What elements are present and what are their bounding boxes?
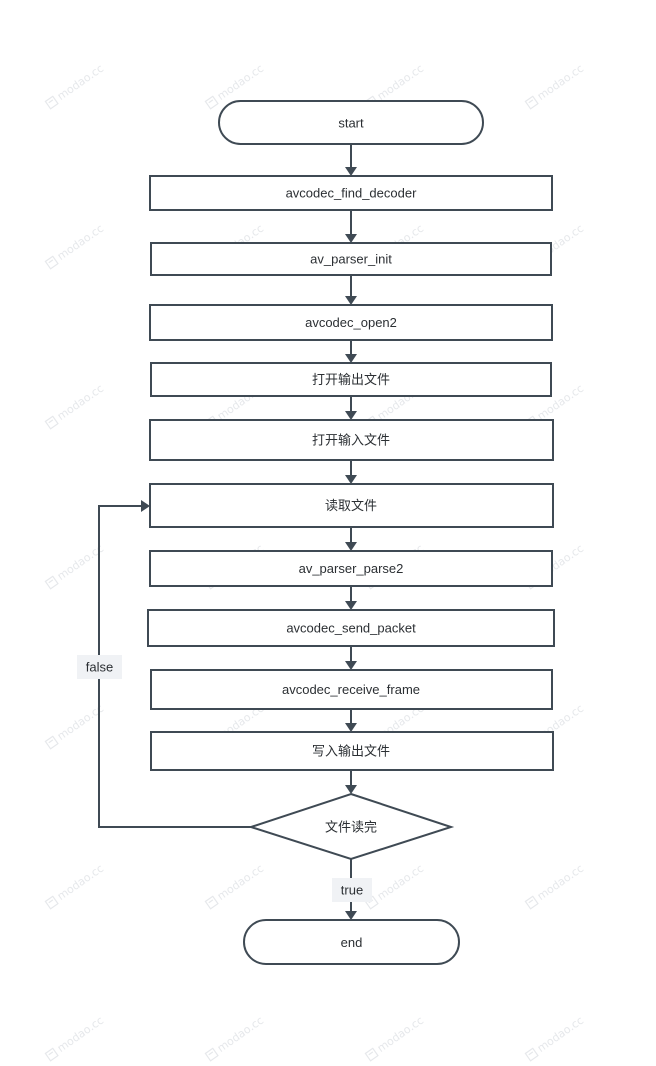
node-open-input: 打开输入文件 xyxy=(149,419,554,461)
svg-text:end: end xyxy=(341,935,363,950)
arrowhead xyxy=(345,354,357,363)
svg-text:av_parser_init: av_parser_init xyxy=(310,252,392,267)
arrowhead xyxy=(345,167,357,176)
svg-text:true: true xyxy=(341,883,363,898)
svg-text:modao.cc: modao.cc xyxy=(215,62,266,103)
svg-text:avcodec_send_packet: avcodec_send_packet xyxy=(286,621,416,636)
svg-text:avcodec_find_decoder: avcodec_find_decoder xyxy=(286,186,417,201)
watermark-logo: modao.cc xyxy=(44,382,106,430)
svg-text:av_parser_parse2: av_parser_parse2 xyxy=(299,561,404,576)
node-start: start xyxy=(218,100,484,145)
svg-text:modao.cc: modao.cc xyxy=(55,62,106,103)
arrowhead xyxy=(345,234,357,243)
watermark-logo: modao.cc xyxy=(44,542,106,590)
svg-text:读取文件: 读取文件 xyxy=(325,498,377,513)
arrowhead xyxy=(345,475,357,484)
arrowhead xyxy=(345,723,357,732)
watermark-logo: modao.cc xyxy=(44,1014,106,1062)
svg-text:modao.cc: modao.cc xyxy=(215,862,266,903)
svg-text:modao.cc: modao.cc xyxy=(55,382,106,423)
node-parser-init: av_parser_init xyxy=(150,242,552,276)
node-read-file: 读取文件 xyxy=(149,483,554,528)
svg-text:modao.cc: modao.cc xyxy=(215,1014,266,1055)
watermark-logo: modao.cc xyxy=(524,62,586,110)
watermark-logo: modao.cc xyxy=(524,862,586,910)
watermark-logo: modao.cc xyxy=(44,702,106,750)
node-write-output: 写入输出文件 xyxy=(150,731,554,771)
node-receive-frame: avcodec_receive_frame xyxy=(150,669,553,710)
node-parser-parse2: av_parser_parse2 xyxy=(149,550,553,587)
false-label: false xyxy=(77,655,122,679)
arrowhead xyxy=(141,500,150,512)
watermark-logo: modao.cc xyxy=(364,862,426,910)
node-open-output: 打开输出文件 xyxy=(150,362,552,397)
svg-text:modao.cc: modao.cc xyxy=(55,1014,106,1055)
arrowhead xyxy=(345,601,357,610)
svg-text:modao.cc: modao.cc xyxy=(535,62,586,103)
svg-text:start: start xyxy=(338,116,364,131)
svg-text:打开输入文件: 打开输入文件 xyxy=(312,433,390,448)
arrowhead xyxy=(345,785,357,794)
svg-text:modao.cc: modao.cc xyxy=(375,1014,426,1055)
arrowhead xyxy=(345,296,357,305)
svg-text:avcodec_open2: avcodec_open2 xyxy=(305,315,397,330)
arrowhead xyxy=(345,661,357,670)
arrowhead xyxy=(345,542,357,551)
svg-text:modao.cc: modao.cc xyxy=(535,862,586,903)
svg-text:modao.cc: modao.cc xyxy=(375,62,426,103)
watermark-logo: modao.cc xyxy=(524,1014,586,1062)
watermark-logo: modao.cc xyxy=(204,862,266,910)
svg-text:modao.cc: modao.cc xyxy=(55,222,106,263)
true-label: true xyxy=(332,878,372,902)
node-send-packet: avcodec_send_packet xyxy=(147,609,555,647)
svg-text:文件读完: 文件读完 xyxy=(325,820,377,835)
watermark-logo: modao.cc xyxy=(364,1014,426,1062)
svg-text:modao.cc: modao.cc xyxy=(55,862,106,903)
watermark-logo: modao.cc xyxy=(44,862,106,910)
arrowhead xyxy=(345,411,357,420)
svg-text:false: false xyxy=(86,660,113,675)
svg-text:打开输出文件: 打开输出文件 xyxy=(312,372,390,387)
svg-text:写入输出文件: 写入输出文件 xyxy=(312,744,390,759)
watermark-logo: modao.cc xyxy=(204,1014,266,1062)
arrowhead xyxy=(345,911,357,920)
watermark-logo: modao.cc xyxy=(44,222,106,270)
svg-text:avcodec_receive_frame: avcodec_receive_frame xyxy=(282,682,420,697)
node-find-decoder: avcodec_find_decoder xyxy=(149,175,553,211)
watermark-logo: modao.cc xyxy=(44,62,106,110)
node-file-done-decision: 文件读完 xyxy=(247,792,455,861)
node-open2: avcodec_open2 xyxy=(149,304,553,341)
svg-text:modao.cc: modao.cc xyxy=(535,1014,586,1055)
svg-text:modao.cc: modao.cc xyxy=(375,862,426,903)
node-end: end xyxy=(243,919,460,965)
